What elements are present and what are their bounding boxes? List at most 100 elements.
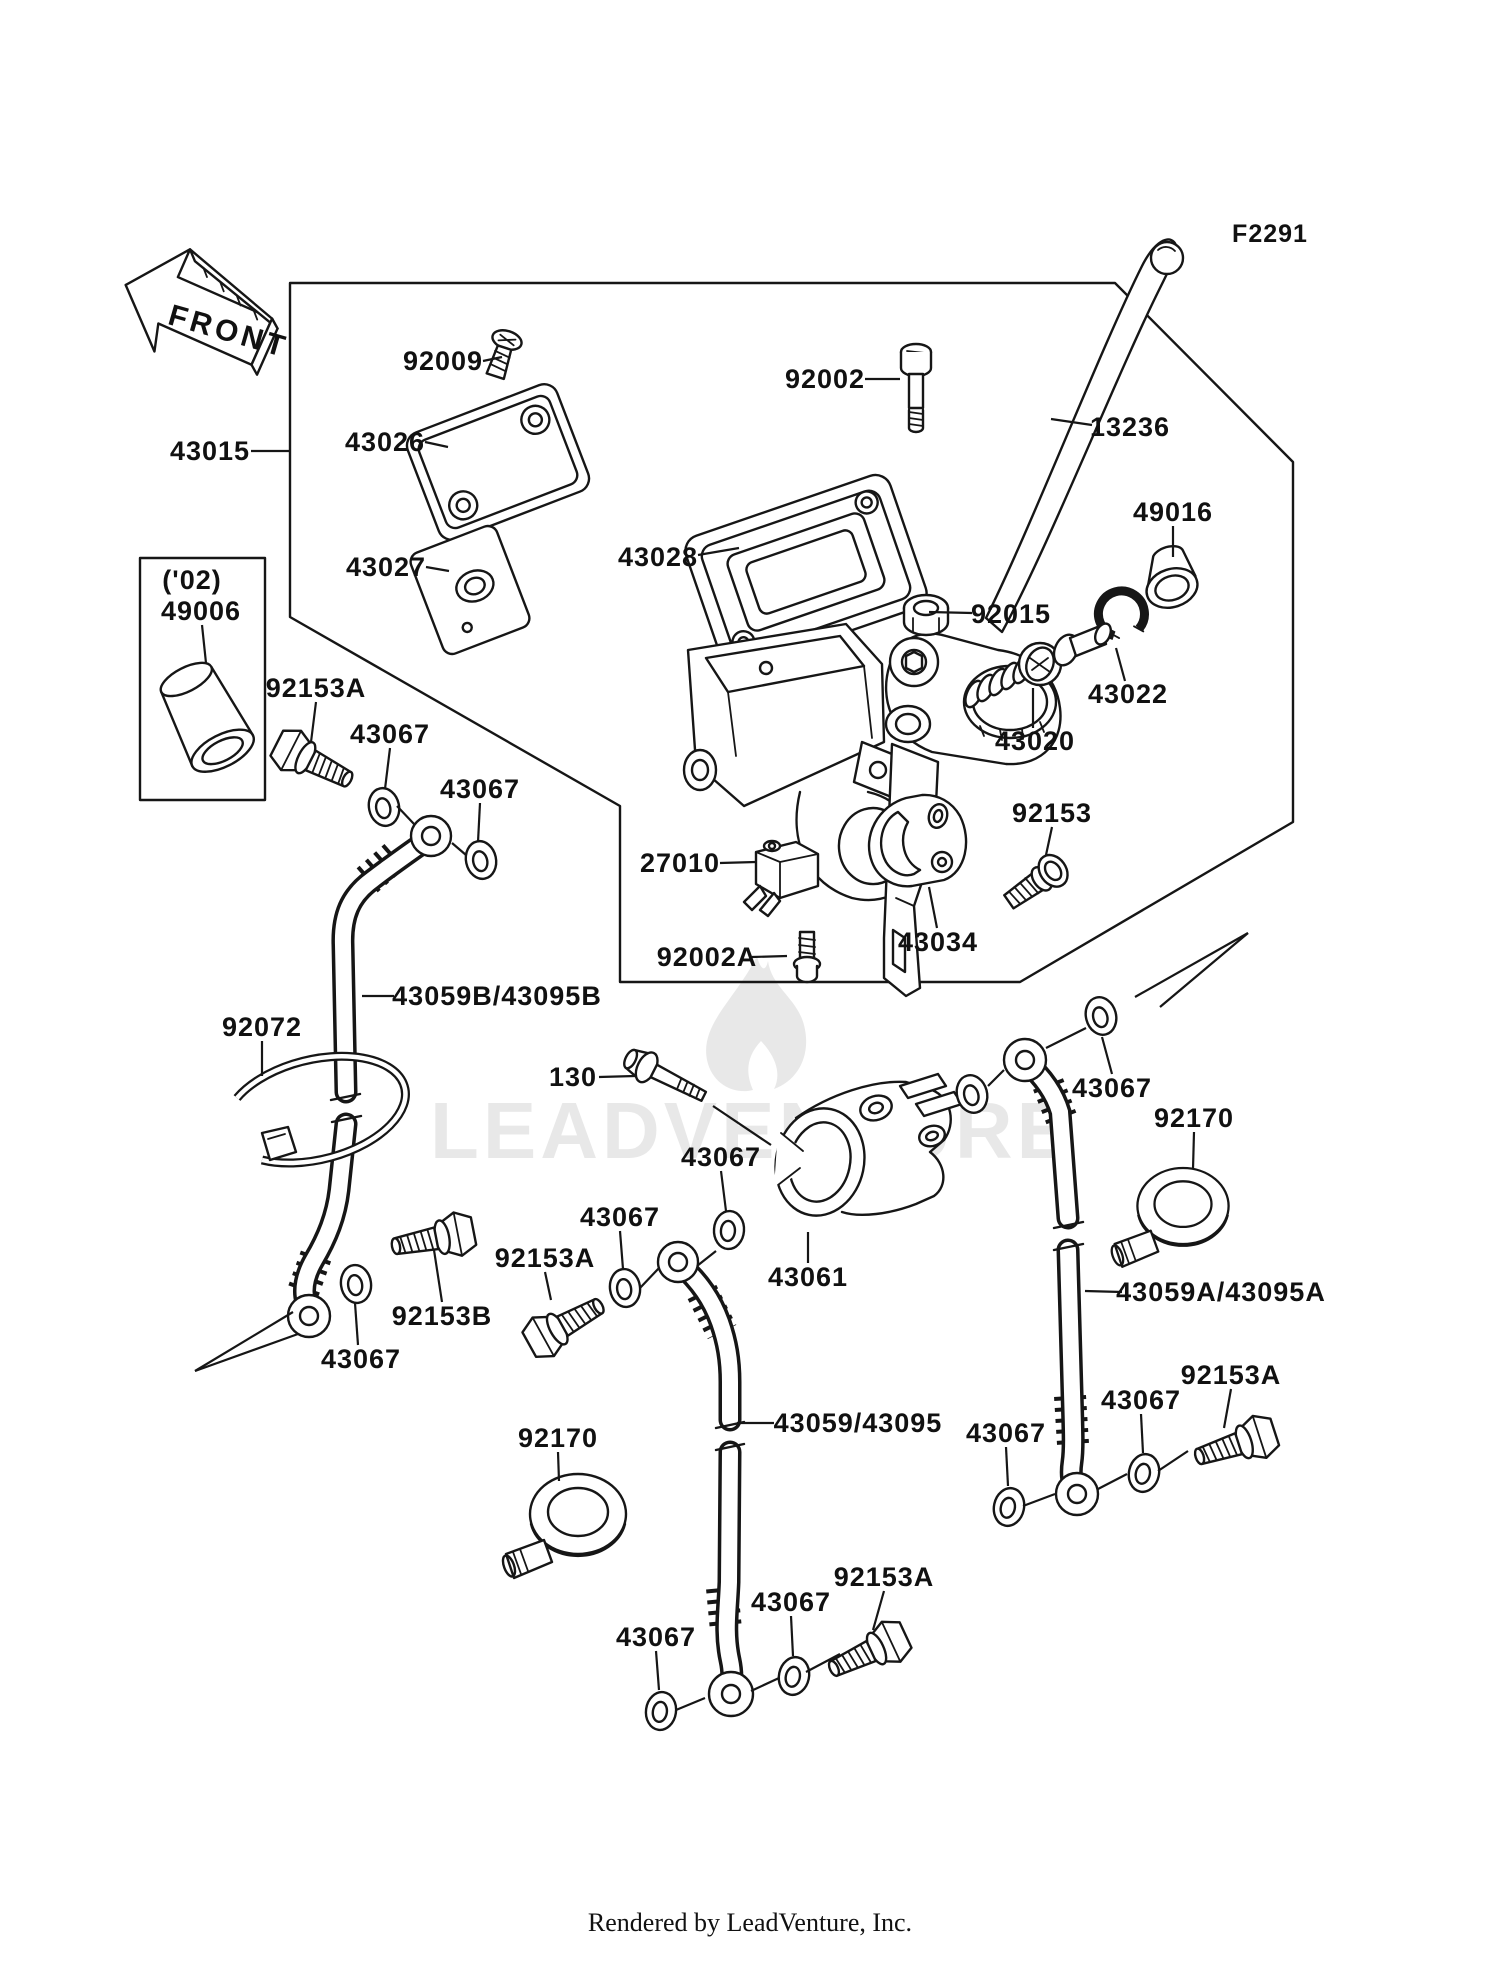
part-label-43027[interactable]: 43027 [346, 552, 426, 582]
leader-line [696, 1250, 717, 1267]
leader-line-43022 [1114, 647, 1127, 682]
part-label-49016[interactable]: 49016 [1133, 497, 1213, 527]
leader-line-43067-6 [654, 1650, 661, 1691]
part-label-43059A[interactable]: 43059A/43095A [1116, 1277, 1326, 1307]
part-label-43067-9[interactable]: 43067 [1101, 1385, 1181, 1415]
leadventure-flame-logo [706, 956, 807, 1092]
leader-line-92153A-2 [543, 1271, 553, 1301]
part-label-43067-3[interactable]: 43067 [681, 1142, 761, 1172]
leader-line-43067-3 [719, 1170, 728, 1212]
part-label-43028[interactable]: 43028 [618, 542, 698, 572]
part-43067-washer [989, 1484, 1029, 1530]
part-43059-brake-hose [656, 1240, 755, 1718]
leader-line-43067-8 [1004, 1446, 1010, 1487]
part-label-92170-2[interactable]: 92170 [1154, 1103, 1234, 1133]
leader-line [194, 1332, 299, 1373]
leader-line-43067-9 [1139, 1413, 1145, 1454]
leader-line-92153B [432, 1249, 444, 1303]
leader-line-49006 [200, 624, 208, 664]
part-label-92153A-1[interactable]: 92153A [266, 673, 367, 703]
part-label-130[interactable]: 130 [549, 1062, 597, 1092]
part-label-92002A[interactable]: 92002A [657, 942, 758, 972]
part-label-43059[interactable]: 43059/43095 [774, 1408, 943, 1438]
part-label-27010[interactable]: 27010 [640, 848, 720, 878]
part-92153a-banjo-bolt-left [265, 722, 362, 802]
leader-line-43067-7 [789, 1615, 795, 1657]
part-43067-washer [1124, 1450, 1164, 1496]
part-92153a-banjo-bolt-right [1187, 1409, 1283, 1480]
part-label-13236[interactable]: 13236 [1090, 412, 1170, 442]
leader-line-43067-10 [1100, 1036, 1114, 1075]
leader-line-92153A-1 [309, 701, 318, 743]
part-label-43067-5[interactable]: 43067 [321, 1344, 401, 1374]
part-label-43034[interactable]: 43034 [898, 927, 978, 957]
callout-layer: F229143015920094302643027920021323643028… [161, 220, 1326, 1712]
part-label-43015[interactable]: 43015 [170, 436, 250, 466]
part-92170-hose-guide-left [499, 1472, 628, 1580]
part-92153a-banjo-bolt-bottom [819, 1613, 917, 1692]
leader-line-92153A-3 [871, 1590, 886, 1631]
part-92002a-screw [792, 930, 822, 984]
leader-line [396, 805, 415, 825]
part-label-92153A-3[interactable]: 92153A [834, 1562, 935, 1592]
part-92153a-banjo-bolt-center [517, 1283, 614, 1366]
part-43026-reservoir-cap [405, 383, 591, 541]
leader-line-43028 [697, 546, 740, 557]
leader-line-43059A [1084, 1289, 1123, 1294]
part-label-92072[interactable]: 92072 [222, 1012, 302, 1042]
part-92072-cable-tie [233, 1051, 410, 1168]
part-label-92009[interactable]: 92009 [403, 346, 483, 376]
part-label-92170-1[interactable]: 92170 [518, 1423, 598, 1453]
part-label-43067-10[interactable]: 43067 [1072, 1073, 1152, 1103]
leader-line-92015 [928, 610, 973, 615]
part-43067-washer [606, 1265, 644, 1311]
part-label-92153[interactable]: 92153 [1012, 798, 1092, 828]
part-92009-screw [485, 329, 523, 381]
leader-line-43067-2 [476, 802, 482, 843]
part-label-43059B[interactable]: 43059B/43095B [392, 981, 602, 1011]
part-label-43067-2[interactable]: 43067 [440, 774, 520, 804]
part-label-43067-8[interactable]: 43067 [966, 1418, 1046, 1448]
part-label-43026[interactable]: 43026 [345, 427, 425, 457]
part-label-92002[interactable]: 92002 [785, 364, 865, 394]
part-92002-pivot-bolt [899, 342, 933, 434]
leader-line-92170-2 [1191, 1131, 1196, 1170]
part-label-92015[interactable]: 92015 [971, 599, 1051, 629]
part-label-43022[interactable]: 43022 [1088, 679, 1168, 709]
part-label-92153A-2[interactable]: 92153A [495, 1243, 596, 1273]
part-43027-cap-plate [409, 524, 531, 656]
leader-line [1157, 1450, 1189, 1472]
leader-line-130 [598, 1074, 636, 1079]
leader-line-92153A-4 [1222, 1388, 1233, 1429]
part-label-92153B[interactable]: 92153B [392, 1301, 493, 1331]
leader-line-43067-5 [353, 1302, 360, 1346]
part-label-92153A-4[interactable]: 92153A [1181, 1360, 1282, 1390]
part-label-43061[interactable]: 43061 [768, 1262, 848, 1292]
leader-line [639, 1267, 660, 1289]
leader-line [750, 1677, 780, 1692]
part-43067-washer [642, 1688, 680, 1734]
leader-line [1097, 1473, 1128, 1490]
part-43067-washer [1080, 992, 1122, 1040]
leader-line [987, 1069, 1005, 1087]
part-label-43020[interactable]: 43020 [995, 726, 1075, 756]
leader-line-92002A [751, 954, 788, 959]
part-label-49006[interactable]: 49006 [161, 596, 241, 626]
leader-line-43027 [425, 565, 450, 573]
part-label-43067-7[interactable]: 43067 [751, 1587, 831, 1617]
leader-line [194, 1311, 294, 1372]
part-label-43067-4[interactable]: 43067 [580, 1202, 660, 1232]
part-label-43067-1[interactable]: 43067 [350, 719, 430, 749]
part-label-43067-6[interactable]: 43067 [616, 1622, 696, 1652]
part-43067-washer [774, 1653, 814, 1699]
part-43034-lever-clamp [867, 793, 968, 888]
part-92170-hose-guide-right [1108, 1166, 1230, 1268]
leader-line [451, 842, 467, 856]
part-43020-piston-assembly [964, 622, 1113, 709]
leader-line [1022, 1492, 1056, 1508]
option-02-box [138, 556, 267, 802]
leader-line [712, 1105, 772, 1146]
leader-line-43034 [927, 886, 939, 929]
